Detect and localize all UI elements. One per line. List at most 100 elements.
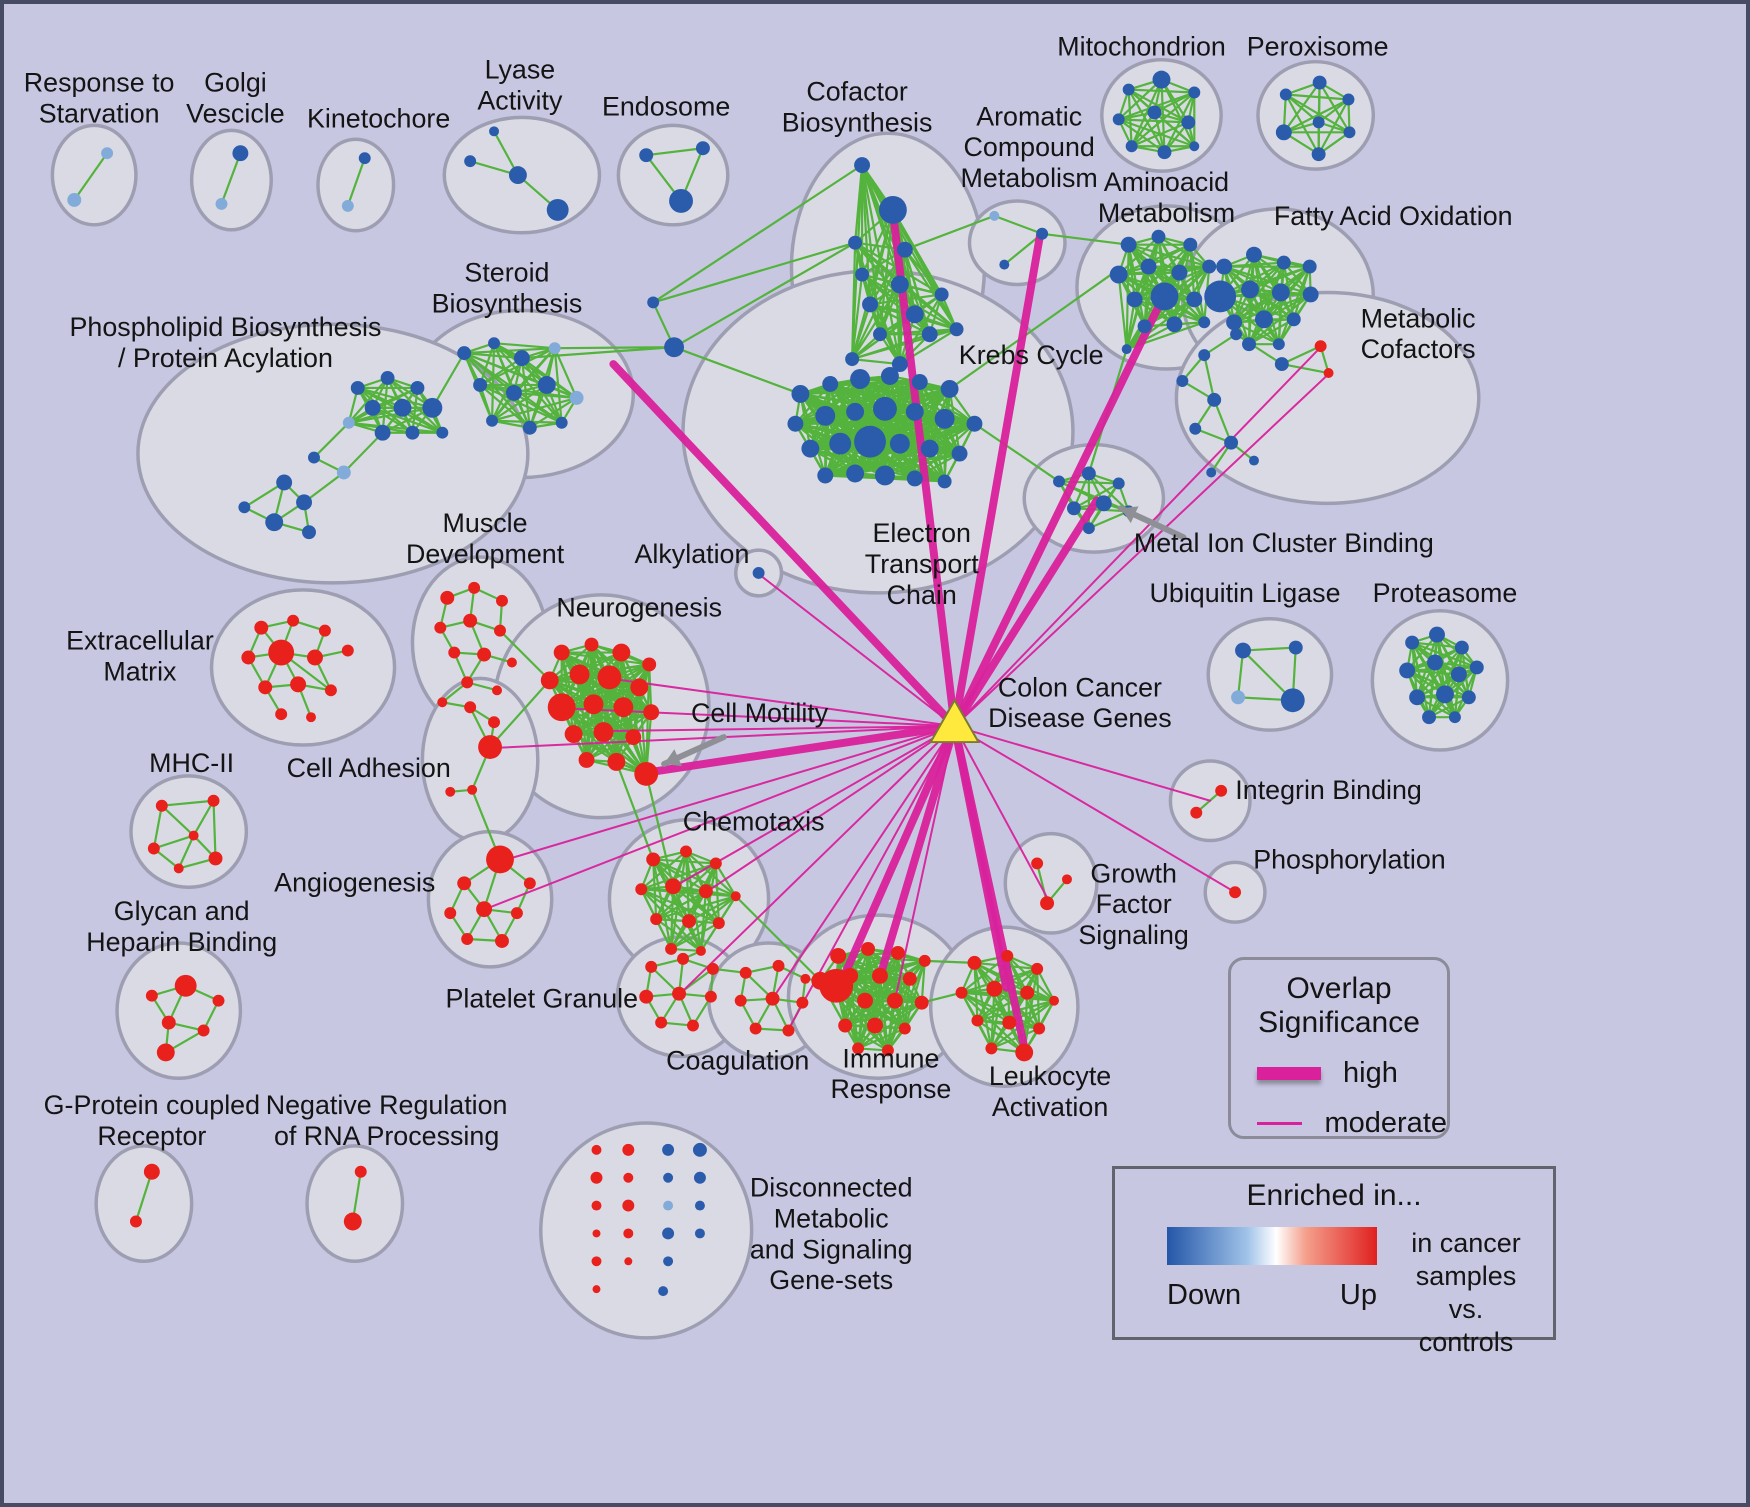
gene-set-node-electron-transport-chain[interactable] [951, 445, 968, 462]
gene-set-node-platelet-granule[interactable] [639, 989, 654, 1004]
gene-set-node-endosome[interactable] [669, 189, 693, 213]
gene-set-node-mhc-ii[interactable] [173, 863, 184, 874]
gene-set-node-disconnected-gene-sets[interactable] [658, 1286, 669, 1297]
gene-set-node-mhc-ii[interactable] [155, 799, 168, 812]
gene-set-node-metabolic-cofactors[interactable] [1189, 422, 1202, 435]
gene-set-node-phospholipid-biosynthesis[interactable] [308, 451, 320, 464]
gene-set-node-extracellular-matrix[interactable] [318, 624, 331, 637]
gene-set-node-mhc-ii[interactable] [208, 851, 223, 866]
gene-set-node-electron-transport-chain[interactable] [920, 439, 939, 458]
gene-set-node-mitochondrion[interactable] [1152, 70, 1171, 89]
gene-set-node-neurogenesis[interactable] [597, 665, 622, 690]
gene-set-node-disconnected-gene-sets[interactable] [591, 1256, 602, 1267]
gene-set-node-chemotaxis[interactable] [665, 878, 682, 895]
gene-set-node-electron-transport-chain[interactable] [854, 425, 886, 458]
gene-set-node-immune-response[interactable] [890, 945, 905, 960]
gene-set-node-immune-response[interactable] [830, 947, 847, 964]
gene-set-node-glycan-heparin-binding[interactable] [156, 1043, 175, 1062]
gene-set-node-platelet-granule[interactable] [655, 1016, 668, 1029]
gene-set-node-muscle-development[interactable] [494, 624, 506, 637]
gene-set-node-angiogenesis[interactable] [457, 876, 472, 891]
gene-set-node-coagulation[interactable] [772, 959, 785, 972]
gene-set-node-proteasome[interactable] [1448, 711, 1461, 724]
gene-set-node-immune-response[interactable] [886, 992, 903, 1009]
gene-set-node-fatty-acid-oxidation[interactable] [1302, 286, 1319, 303]
gene-set-node-peroxisome[interactable] [1312, 75, 1327, 90]
gene-set-node-phosphorylation[interactable] [1229, 886, 1242, 899]
gene-set-node-steroid-biosynthesis[interactable] [513, 350, 530, 367]
gene-set-node-neurogenesis[interactable] [612, 643, 631, 662]
gene-set-node-electron-transport-chain[interactable] [905, 402, 924, 421]
gene-set-node-kinetochore[interactable] [341, 199, 354, 212]
gene-set-node-coagulation[interactable] [765, 991, 780, 1006]
gene-set-node-electron-transport-chain[interactable] [937, 474, 952, 489]
gene-set-node-neurogenesis[interactable] [553, 644, 570, 661]
gene-set-node-immune-response[interactable] [881, 1044, 894, 1057]
gene-set-node-angiogenesis[interactable] [486, 845, 514, 874]
gene-set-node-glycan-heparin-binding[interactable] [197, 1024, 210, 1037]
gene-set-node-platelet-granule[interactable] [672, 986, 687, 1001]
gene-set-node-chemotaxis[interactable] [698, 884, 713, 899]
gene-set-node-endosome[interactable] [695, 141, 710, 156]
gene-set-node-metal-ion-cluster-binding[interactable] [1095, 495, 1112, 512]
gene-set-node-ubiquitin-ligase[interactable] [1235, 642, 1251, 659]
gene-set-node-chemotaxis[interactable] [680, 845, 692, 858]
gene-set-node-angiogenesis[interactable] [444, 907, 457, 920]
gene-set-node-metabolic-cofactors[interactable] [1207, 392, 1222, 407]
gene-set-node-growth-factor-signaling[interactable] [1031, 857, 1044, 870]
gene-set-node-phospholipid-biosynthesis[interactable] [238, 501, 251, 514]
gene-set-node-electron-transport-chain[interactable] [934, 408, 955, 429]
gene-set-node-electron-transport-chain[interactable] [787, 415, 804, 432]
gene-set-node-cofactor-biosynthesis[interactable] [934, 287, 949, 302]
gene-set-node-steroid-biosynthesis[interactable] [569, 390, 584, 405]
gene-set-node-steroid-biosynthesis[interactable] [486, 414, 499, 427]
gene-set-node-negative-regulation-of-rna-processing[interactable] [343, 1212, 362, 1231]
gene-set-node-platelet-granule[interactable] [645, 960, 658, 973]
gene-set-node-cofactor-biosynthesis[interactable] [896, 241, 913, 258]
gene-set-node-cofactor-biosynthesis[interactable] [873, 327, 887, 342]
gene-set-node-metabolic-cofactors[interactable] [1314, 340, 1327, 353]
gene-set-node-cell-adhesion[interactable] [445, 786, 456, 797]
gene-set-node-disconnected-gene-sets[interactable] [663, 1256, 674, 1267]
gene-set-node-mitochondrion[interactable] [1181, 115, 1196, 130]
gene-set-node-chemotaxis[interactable] [635, 883, 648, 896]
gene-set-node-chemotaxis[interactable] [730, 891, 741, 902]
gene-set-node-metabolic-cofactors[interactable] [1323, 368, 1334, 379]
gene-set-node-fatty-acid-oxidation[interactable] [1242, 337, 1256, 352]
gene-set-node-coagulation[interactable] [749, 1022, 762, 1035]
gene-set-node-phospholipid-biosynthesis[interactable] [410, 380, 425, 395]
gene-set-node-muscle-development[interactable] [437, 697, 448, 708]
gene-set-node-electron-transport-chain[interactable] [846, 402, 865, 421]
gene-set-node-chemotaxis[interactable] [665, 942, 678, 955]
gene-set-node-lyase-activity[interactable] [464, 155, 477, 168]
gene-set-node-leukocyte-activation[interactable] [1002, 1015, 1017, 1030]
gene-set-node-phospholipid-biosynthesis[interactable] [350, 380, 365, 395]
gene-set-node-neurogenesis[interactable] [625, 729, 642, 746]
gene-set-node-leukocyte-activation[interactable] [1015, 1043, 1034, 1062]
gene-set-node-electron-transport-chain[interactable] [822, 376, 839, 392]
gene-set-node-angiogenesis[interactable] [510, 907, 523, 920]
gene-set-node-chemotaxis[interactable] [695, 945, 706, 956]
gene-set-node-fatty-acid-oxidation[interactable] [1216, 258, 1233, 275]
gene-set-node-neurogenesis[interactable] [630, 678, 649, 697]
gene-set-node-mhc-ii[interactable] [147, 842, 160, 855]
gene-set-node-platelet-granule[interactable] [704, 990, 717, 1003]
gene-set-node-coagulation[interactable] [796, 996, 809, 1009]
gene-set-node-disconnected-gene-sets[interactable] [624, 1257, 633, 1266]
gene-set-node-mitochondrion[interactable] [1188, 86, 1201, 99]
gene-set-node-lyase-activity[interactable] [546, 198, 569, 221]
gene-set-node-neurogenesis[interactable] [584, 637, 599, 652]
gene-set-node-fatty-acid-oxidation[interactable] [1302, 259, 1317, 274]
gene-set-node-cofactor-biosynthesis[interactable] [855, 267, 870, 282]
gene-set-node-electron-transport-chain[interactable] [880, 367, 899, 385]
gene-set-node-neurogenesis[interactable] [540, 671, 559, 690]
gene-set-node-response-to-starvation[interactable] [67, 192, 82, 207]
gene-set-node-extracellular-matrix[interactable] [241, 650, 256, 665]
gene-set-node-metabolic-cofactors[interactable] [1176, 375, 1189, 387]
gene-set-node-disconnected-gene-sets[interactable] [592, 1229, 601, 1238]
gene-set-node-muscle-development[interactable] [492, 685, 502, 696]
gene-set-node-aminoacid-metabolism[interactable] [1140, 258, 1157, 275]
gene-set-node-leukocyte-activation[interactable] [971, 1014, 984, 1027]
gene-set-node-golgi-vescicle[interactable] [232, 145, 249, 162]
gene-set-node-immune-response[interactable] [838, 1018, 853, 1033]
